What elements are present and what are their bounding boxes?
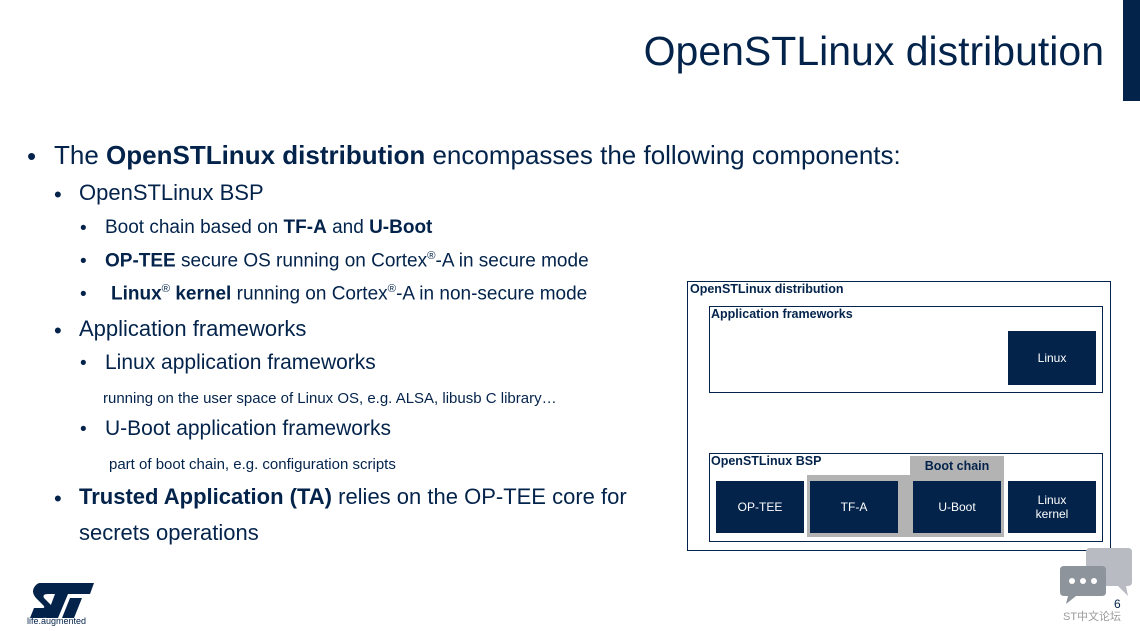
accent-bar xyxy=(1123,0,1140,101)
registered-mark: ® xyxy=(387,283,397,295)
diagram-title: OpenSTLinux distribution xyxy=(690,282,844,296)
bullet-text: -A in non-secure mode xyxy=(396,283,588,305)
bullet-ta-continued: secrets operations xyxy=(79,520,259,545)
boot-chain-label: Boot chain xyxy=(910,456,1004,476)
note-uboot-app: part of boot chain, e.g. configuration s… xyxy=(109,456,396,473)
registered-mark: ® xyxy=(427,250,436,262)
bullet-bold: OP-TEE xyxy=(105,250,176,272)
bullet-dot: • xyxy=(80,419,87,440)
bsp-label: OpenSTLinux BSP xyxy=(711,454,822,468)
bullet-dot: • xyxy=(80,284,87,305)
bullet-dot: • xyxy=(80,251,87,272)
bullet-dot: • xyxy=(54,182,62,207)
app-frameworks-box: Application frameworks Linux xyxy=(709,306,1103,393)
bullet-text: running on Cortex xyxy=(231,283,388,305)
bullet-bold: OpenSTLinux distribution xyxy=(106,140,426,170)
tagline: life.augmented xyxy=(27,616,87,626)
bullet-dot: • xyxy=(80,218,87,239)
bullet-text: and xyxy=(326,217,370,238)
bsp-box: OpenSTLinux BSP Boot chain OP-TEE TF-A U… xyxy=(709,453,1103,542)
bullet-uboot-app: U-Boot application frameworks xyxy=(105,417,391,440)
bullet-dot: • xyxy=(80,353,87,374)
linux-kernel-box: Linux kernel xyxy=(1008,481,1096,533)
tfa-box: TF-A xyxy=(810,481,898,533)
page-number: 6 xyxy=(1114,597,1121,611)
bullet-ta: Trusted Application (TA) relies on the O… xyxy=(79,484,627,510)
bullet-bold: kernel xyxy=(170,283,232,305)
bullet-text: secure OS running on Cortex xyxy=(175,250,428,272)
optee-box: OP-TEE xyxy=(716,481,804,533)
bullet-text: encompasses the following components: xyxy=(425,140,901,170)
bullet-dot: • xyxy=(27,141,37,171)
registered-mark: ® xyxy=(161,283,171,295)
bullet-bsp: OpenSTLinux BSP xyxy=(79,180,264,205)
distribution-diagram: OpenSTLinux distribution Application fra… xyxy=(687,281,1111,551)
bullet-bold: Linux xyxy=(111,283,162,305)
bullet-boot-chain: Boot chain based on TF-A and U-Boot xyxy=(105,217,432,239)
uboot-box: U-Boot xyxy=(913,481,1001,533)
slide-title: OpenSTLinux distribution xyxy=(643,28,1104,74)
bullet-bold: Trusted Application (TA) xyxy=(79,484,332,509)
bullet-text: The xyxy=(54,140,107,170)
note-linux-app: running on the user space of Linux OS, e… xyxy=(103,390,557,407)
bullet-dot: • xyxy=(54,486,62,511)
bullet-bold: TF-A xyxy=(283,217,327,238)
bullet-optee: OP-TEE secure OS running on Cortex®-A in… xyxy=(105,250,589,272)
bullet-text: Boot chain based on xyxy=(105,217,284,238)
bullet-bold: U-Boot xyxy=(369,217,433,238)
bullet-app-frameworks: Application frameworks xyxy=(79,316,307,341)
bullet-linux-kernel: Linux® kernel running on Cortex®-A in no… xyxy=(111,283,587,305)
chat-bubbles-icon xyxy=(1060,548,1132,604)
forum-text: ST中文论坛 xyxy=(1063,611,1122,623)
bullet-text: -A in secure mode xyxy=(435,250,589,272)
bullet-dot: • xyxy=(54,318,62,343)
st-logo xyxy=(30,583,94,618)
bullet-text: relies on the OP-TEE core for xyxy=(332,484,627,509)
linux-box: Linux xyxy=(1008,331,1096,385)
bullet-intro: The OpenSTLinux distribution encompasses… xyxy=(54,140,901,171)
app-frameworks-label: Application frameworks xyxy=(711,307,853,321)
bullet-linux-app: Linux application frameworks xyxy=(105,351,376,374)
